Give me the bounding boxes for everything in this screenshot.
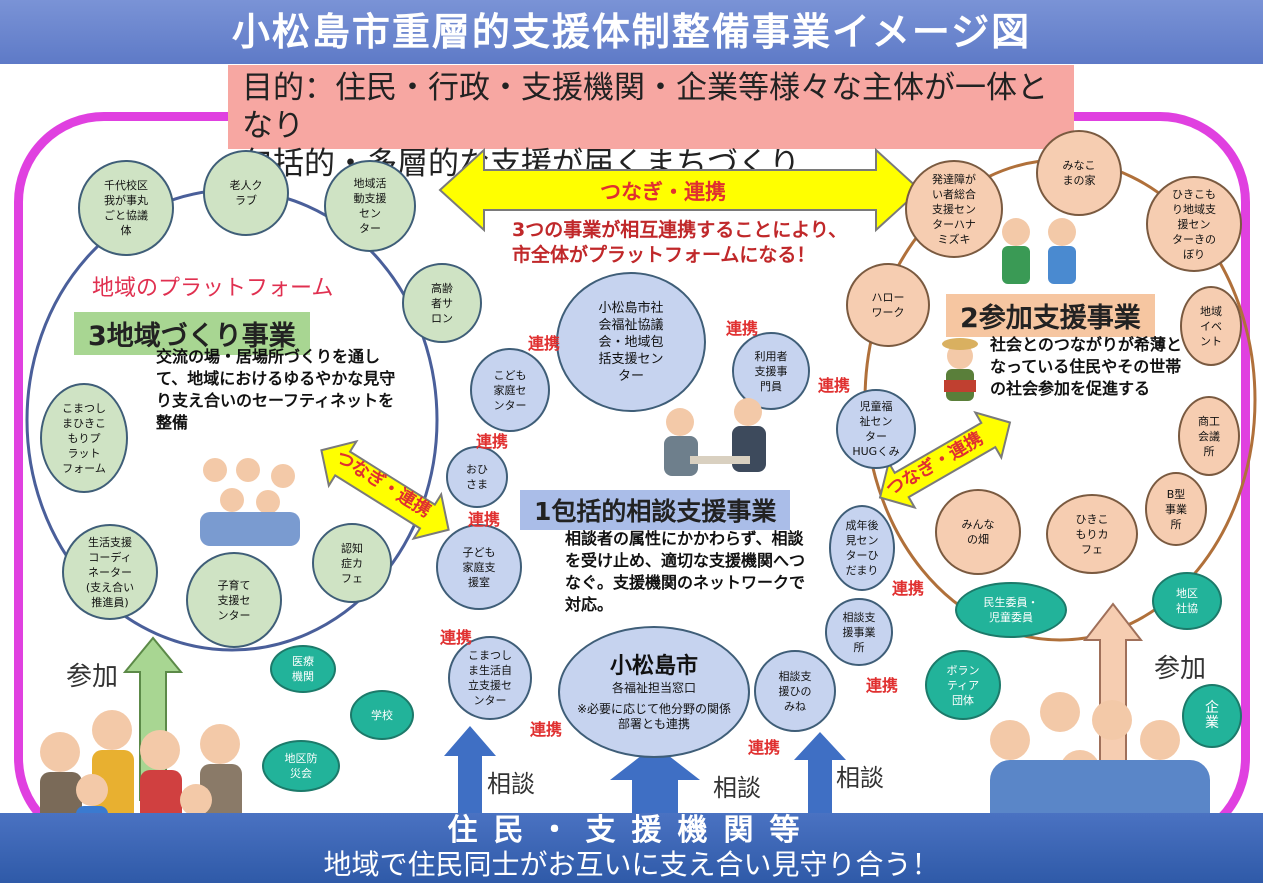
circle-minna-no-hatake: みんな の畑	[935, 489, 1021, 575]
circle-shakyo-houkatsu: 小松島市社 会福祉協議 会・地域包 括支援セン ター	[556, 272, 706, 412]
city-sub: 各福祉担当窓口	[611, 680, 696, 695]
project1-label: 1包括的相談支援事業	[520, 490, 791, 530]
circle-hikikomori-platform: こまつし まひきこ もりプ ラット フォーム	[40, 383, 128, 493]
soudan-arrow-1	[444, 726, 496, 830]
circle-hikikomori-cafe: ひきこ もりカ フェ	[1046, 494, 1138, 574]
circle-jidou-fukushi-center: 児童福 祉セン ター HUGくみ	[836, 389, 916, 469]
circle-kigyou: 企 業	[1182, 684, 1242, 748]
sanka-label-left: 参加	[66, 662, 119, 692]
renkei-label: 連携	[530, 720, 563, 739]
circle-iryou-kikan: 医療 機関	[270, 645, 336, 693]
circle-koureisha-salon: 高齢 者サ ロン	[402, 263, 482, 343]
circle-b-gata-jigyousho: B型 事業 所	[1145, 472, 1207, 546]
circle-komatsushima-city: 小松島市 各福祉担当窓口 ※必要に応じて他分野の関係部署とも連携	[558, 626, 750, 758]
renkei-label: 連携	[818, 376, 851, 395]
circle-gakkou: 学校	[350, 690, 414, 740]
project3-label: 3地域づくり事業	[74, 312, 310, 355]
renkei-label: 連携	[866, 676, 899, 695]
city-note: ※必要に応じて他分野の関係部署とも連携	[576, 701, 732, 731]
circle-hello-work: ハロー ワーク	[846, 263, 930, 347]
soudan-label-2: 相談	[713, 774, 761, 802]
soudan-arrow-3	[794, 732, 846, 830]
circle-seikatsu-shien-coordinator: 生活支援 コーディ ネーター (支え合い 推進員)	[62, 524, 158, 620]
soudan-label-1: 相談	[487, 770, 535, 798]
circle-chiiki-event: 地域 イベ ント	[1180, 286, 1242, 366]
circle-chiku-bousaikai: 地区防 災会	[262, 740, 340, 792]
left-group-illustration	[200, 458, 300, 546]
page-title: 小松島市重層的支援体制整備事業イメージ図	[0, 0, 1263, 64]
circle-ninchisho-cafe: 認知 症カ フェ	[312, 523, 392, 603]
circle-hikikomori-kinobori: ひきこも り地域支 援セン ターきの ぼり	[1146, 176, 1242, 272]
city-name: 小松島市	[609, 653, 698, 679]
circle-kodomo-katei-shien: 子ども 家庭支 援室	[436, 524, 522, 610]
renkei-label: 連携	[726, 319, 759, 338]
left-diagonal-arrow	[320, 439, 450, 541]
circle-hattatsu-hanamizuki: 発達障が い者総合 支援セン ターハナ ミズキ	[905, 160, 1003, 258]
consultation-illustration	[664, 398, 766, 476]
circle-roujin-club: 老人ク ラブ	[203, 150, 289, 236]
project1-desc: 相談者の属性にかかわらず、相談を受け止め、適切な支援機関へつなぐ。支援機関のネッ…	[565, 529, 806, 614]
bottom-line1: 住民・支援機関等	[447, 813, 816, 848]
renkei-label: 連携	[748, 738, 781, 757]
circle-seinen-kouken-center: 成年後 見セン ターひ だまり	[829, 505, 895, 591]
circle-riyousha-shien: 利用者 支援事 門員	[732, 332, 810, 410]
renkei-label: 連携	[440, 628, 473, 647]
circle-kosodate-center: 子育て 支援セ ンター	[186, 552, 282, 648]
right-diagonal-arrow	[878, 410, 1012, 510]
renkei-label: 連携	[468, 510, 501, 529]
soudan-label-3: 相談	[836, 764, 884, 792]
platform-label: 地域のプラットフォーム	[92, 276, 334, 301]
renkei-label: 連携	[476, 432, 509, 451]
purpose-line1: 目的：住民・行政・支援機関・企業等様々な主体が一体となり	[242, 70, 1048, 144]
soudan-arrow-2	[610, 745, 700, 830]
top-arrow-label: つなぎ・連携	[600, 180, 726, 204]
renkei-label: 連携	[528, 334, 561, 353]
circle-minsei-iin: 民生委員・ 児童委員	[955, 582, 1067, 638]
project2-desc: 社会とのつながりが希薄となっている住民やその世帯の社会参加を促進する	[990, 335, 1182, 398]
circle-chiiki-katsudo-center: 地域活 動支援 セン ター	[324, 160, 416, 252]
circle-chiku-shakyo: 地区 社協	[1152, 572, 1222, 630]
circle-shoukou-kaigisho: 商工 会議 所	[1178, 396, 1240, 476]
circle-ohisama: おひ さま	[446, 446, 508, 508]
center-note: 3つの事業が相互連携することにより、市全体がプラットフォームになる！	[512, 219, 848, 266]
renkei-label: 連携	[892, 579, 925, 598]
bottom-line2: 地域で住民同士がお互いに支え合い見守り合う！	[323, 848, 940, 881]
farmer-illustration	[942, 338, 978, 401]
project2-label: 2参加支援事業	[946, 294, 1155, 337]
circle-volunteer-dantai: ボラン ティア 団体	[925, 650, 1001, 720]
circle-soudan-hinomine: 相談支 援ひの みね	[754, 650, 836, 732]
circle-kodomo-katei-center: こども 家庭セ ンター	[470, 348, 550, 432]
purpose-box: 目的：住民・行政・支援機関・企業等様々な主体が一体となり 包括的・多層的な支援が…	[228, 65, 1074, 182]
project3-desc: 交流の場・居場所づくりを通して、地域におけるゆるやかな見守り支え合いのセーフティ…	[156, 347, 396, 432]
bottom-banner: 住民・支援機関等 地域で住民同士がお互いに支え合い見守り合う！	[0, 813, 1263, 883]
circle-soudan-shien-jigyousho: 相談支 援事業 所	[825, 598, 893, 666]
circle-jiritsu-shien-center: こまつし ま生活自 立支援セ ンター	[448, 636, 532, 720]
right-pair-illustration	[1002, 218, 1076, 284]
circle-chiyo-kyogikai: 千代校区 我が事丸 ごと協議 体	[78, 160, 174, 256]
circle-minakoma-no-ie: みなこ まの家	[1036, 130, 1122, 216]
sanka-label-right: 参加	[1154, 654, 1207, 684]
